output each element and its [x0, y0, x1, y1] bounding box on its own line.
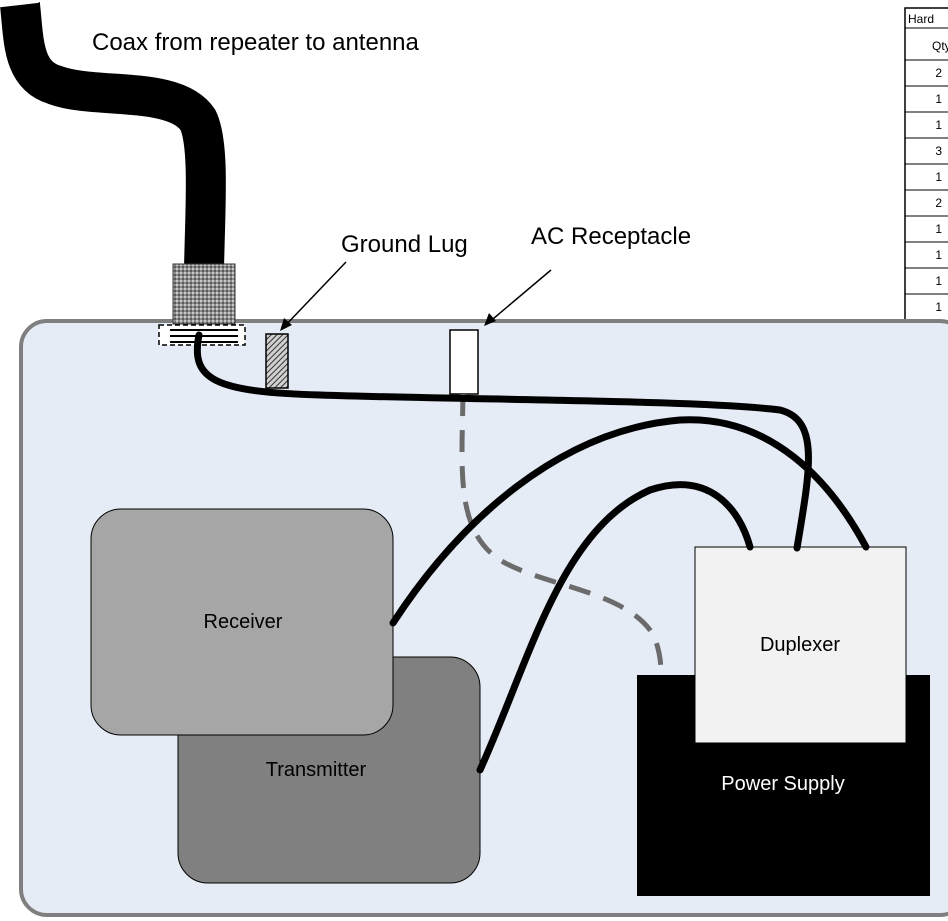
hardware-table-frame	[904, 7, 948, 327]
table-qty-cell: 3	[935, 144, 942, 158]
coax-cable	[0, 2, 226, 271]
table-qty-cell: 1	[935, 248, 942, 262]
transmitter-cable	[476, 481, 754, 774]
power-supply-label: Power Supply	[721, 773, 844, 795]
coax-label: Coax from repeater to antenna	[92, 29, 420, 56]
table-qty-cell: 2	[935, 196, 942, 210]
table-qty-cell: 1	[935, 300, 942, 314]
ground-lug-arrow	[281, 261, 347, 330]
coax-connector	[172, 263, 236, 325]
table-qty-cell: 1	[935, 92, 942, 106]
antenna-cable	[193, 331, 812, 552]
table-qty-cell: 1	[935, 170, 942, 184]
duplexer-label: Duplexer	[760, 634, 840, 656]
ac-receptacle-label: AC Receptacle	[531, 223, 691, 250]
ac-receptacle	[449, 329, 479, 395]
receiver-label: Receiver	[204, 611, 283, 633]
transmitter-label: Transmitter	[266, 759, 367, 781]
table-header-qty: Qty	[932, 39, 948, 53]
receiver-cable	[389, 416, 870, 627]
table-qty-cell: 2	[935, 66, 942, 80]
ac-receptacle-arrow	[486, 269, 552, 325]
hardware-table: Hard Qty 2 1 1 3 1 2 1 1 1 1	[904, 7, 948, 327]
arrowhead-icon	[280, 318, 292, 331]
ground-lug-label: Ground Lug	[341, 231, 468, 258]
table-qty-cell: 1	[935, 274, 942, 288]
ground-lug	[265, 333, 289, 389]
table-title: Hard	[908, 12, 934, 26]
coax-cable-end	[2, 2, 40, 20]
ac-power-cable	[459, 393, 664, 716]
table-qty-cell: 1	[935, 222, 942, 236]
duplexer-box	[694, 546, 907, 744]
table-qty-cell: 1	[935, 118, 942, 132]
arrowhead-icon	[484, 313, 496, 326]
